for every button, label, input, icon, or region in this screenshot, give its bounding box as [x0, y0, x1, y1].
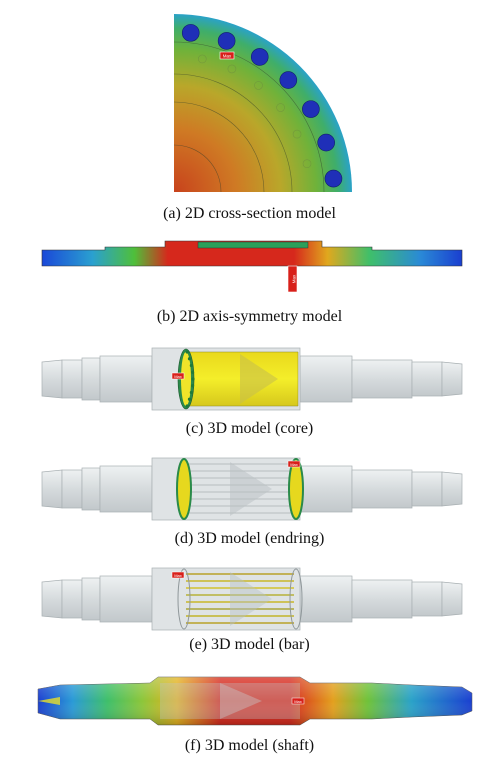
bar-slot: [302, 100, 320, 118]
bar-slot-outline: [292, 129, 302, 139]
max-marker: Max: [219, 51, 235, 60]
bar-slot-outline: [197, 54, 207, 64]
bar-end: [191, 377, 195, 381]
bar-slot: [324, 169, 343, 188]
max-marker: Max: [171, 571, 185, 579]
bar-end: [187, 397, 192, 401]
max-marker: Max: [287, 460, 301, 468]
caption-e: (e) 3D model (bar): [189, 636, 310, 653]
rotor-bar-slots: [181, 24, 343, 188]
shaft-3d-core: Max: [41, 347, 463, 411]
bar-end: [189, 390, 193, 395]
svg-text:Max: Max: [290, 462, 298, 467]
panel-f-3d-shaft: Max (f) 3D model (shaft): [0, 663, 499, 764]
caption-c: (c) 3D model (core): [185, 420, 314, 437]
rotor-cylinder: [151, 567, 301, 631]
caption-f: (f) 3D model (shaft): [184, 737, 315, 754]
shaft-3d-endring: Max: [41, 457, 463, 521]
bar-end: [185, 350, 189, 354]
bar-slot-outline: [227, 64, 237, 74]
bar-slot: [181, 24, 200, 42]
shaft-3d-temperature: Max: [37, 676, 473, 726]
bar-slot-outline: [254, 81, 263, 90]
endring-right: [288, 458, 304, 520]
bar-slot-outline: [302, 159, 312, 169]
panel-e-3d-bar: Max (e) 3D model (bar): [0, 558, 499, 663]
svg-text:Max: Max: [174, 374, 182, 379]
max-marker: Max: [171, 372, 185, 380]
bar-slot: [217, 32, 236, 50]
max-marker: Max: [291, 697, 305, 705]
bar-end: [185, 404, 189, 408]
cross-section-quarter-model: Max: [174, 14, 352, 192]
panel-b-axis-symmetry: Max (b) 2D axis-symmetry model: [0, 228, 499, 338]
svg-text:Max: Max: [223, 54, 232, 59]
bar-slot: [250, 48, 269, 66]
endring-left: [176, 458, 192, 520]
bar-end: [187, 357, 192, 361]
rotor-cylinder: [151, 457, 301, 521]
caption-a: (a) 2D cross-section model: [163, 205, 336, 222]
bar-slot: [279, 71, 298, 89]
caption-b: (b) 2D axis-symmetry model: [156, 308, 343, 325]
bar-end: [190, 370, 195, 374]
svg-text:Max: Max: [294, 699, 302, 704]
caption-d: (d) 3D model (endring): [174, 530, 325, 547]
axis-symmetry-section: [41, 240, 463, 267]
panel-a-cross-section: Max (a) 2D cross-section model: [0, 0, 499, 222]
quarter-disk: [174, 14, 352, 192]
panel-c-3d-core: Max (c) 3D model (core): [0, 338, 499, 448]
bar-slot: [317, 133, 335, 152]
max-marker: Max: [287, 265, 298, 293]
bar-end: [189, 363, 193, 368]
panel-d-3d-endring: Max (d) 3D model (endring): [0, 448, 499, 558]
axis-symmetry-model: Max: [41, 240, 463, 293]
bar-end: [190, 384, 195, 388]
svg-text:Max: Max: [292, 274, 297, 283]
bar-slot-outline: [276, 103, 285, 112]
shaft-3d-bar: Max: [41, 567, 463, 631]
svg-text:Max: Max: [174, 573, 182, 578]
